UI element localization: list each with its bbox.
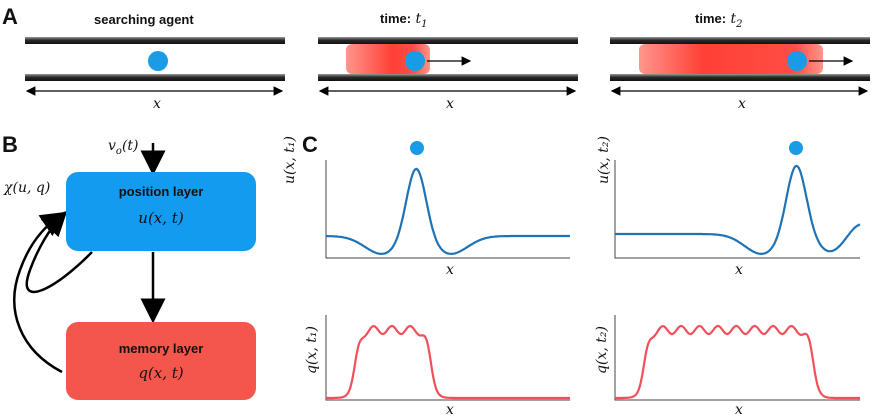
q-t2-ylabel: q(x, t₂) (594, 326, 610, 374)
u-t1-ylabel: u(x, t₁) (282, 136, 298, 184)
panel-c-plots (325, 141, 861, 401)
q-t1-ylabel: q(x, t₁) (304, 326, 320, 374)
u-t1-xlabel: x (446, 262, 454, 278)
lower-wall (25, 74, 285, 81)
agent-dot (787, 51, 807, 71)
scene-2-x-label: x (446, 96, 454, 112)
panel-a-letter: A (2, 4, 18, 29)
q-t2-axes (614, 315, 860, 401)
scene-2-title: time: t1 (380, 11, 428, 31)
q-curve-t1 (326, 324, 570, 400)
scene-3-title: time: t2 (695, 11, 743, 31)
outer-feedback-arrow (13, 211, 67, 374)
u-t2-xlabel: x (735, 262, 743, 278)
q-t1-axes (325, 315, 570, 401)
panel-b-letter: B (2, 132, 18, 157)
upper-wall (610, 37, 870, 44)
lower-wall (318, 74, 578, 81)
u-t2-ylabel: u(x, t₂) (596, 136, 612, 184)
lower-wall (610, 74, 870, 81)
scene-1-title: searching agent (94, 12, 194, 27)
agent-dot (405, 51, 425, 71)
panel-c-letter: C (302, 132, 318, 157)
position-layer-equation: u(x, t) (138, 209, 184, 227)
u-t2-axes (614, 160, 860, 259)
agent-dot-t2 (789, 141, 803, 155)
position-layer-box: position layer u(x, t) (66, 172, 256, 251)
q-t1-xlabel: x (446, 402, 454, 418)
scene-2 (318, 37, 578, 96)
u-curve-t2 (615, 164, 861, 256)
scene-1 (25, 37, 285, 96)
q-t2-xlabel: x (735, 402, 743, 418)
u-t1-axes (325, 160, 570, 259)
panel-b-arrows (13, 143, 166, 374)
agent-dot (148, 51, 168, 71)
memory-layer-equation: q(x, t) (138, 364, 184, 382)
scene-3 (610, 37, 870, 96)
scene-1-x-label: x (153, 96, 161, 112)
panel-a-scenes (25, 37, 870, 96)
q-curve-t2 (615, 324, 860, 400)
memory-layer-box: memory layer q(x, t) (66, 322, 256, 400)
position-layer-title: position layer (118, 184, 204, 199)
upper-wall (318, 37, 578, 44)
upper-wall (25, 37, 285, 44)
u-curve-t1 (326, 167, 570, 256)
input-velocity-label: vo(t) (108, 138, 139, 157)
scene-3-x-label: x (738, 96, 746, 112)
memory-layer-title: memory layer (118, 341, 204, 356)
memory-trail (639, 44, 823, 74)
agent-dot-t1 (410, 141, 424, 155)
feedback-label: χ(u, q) (4, 180, 51, 196)
